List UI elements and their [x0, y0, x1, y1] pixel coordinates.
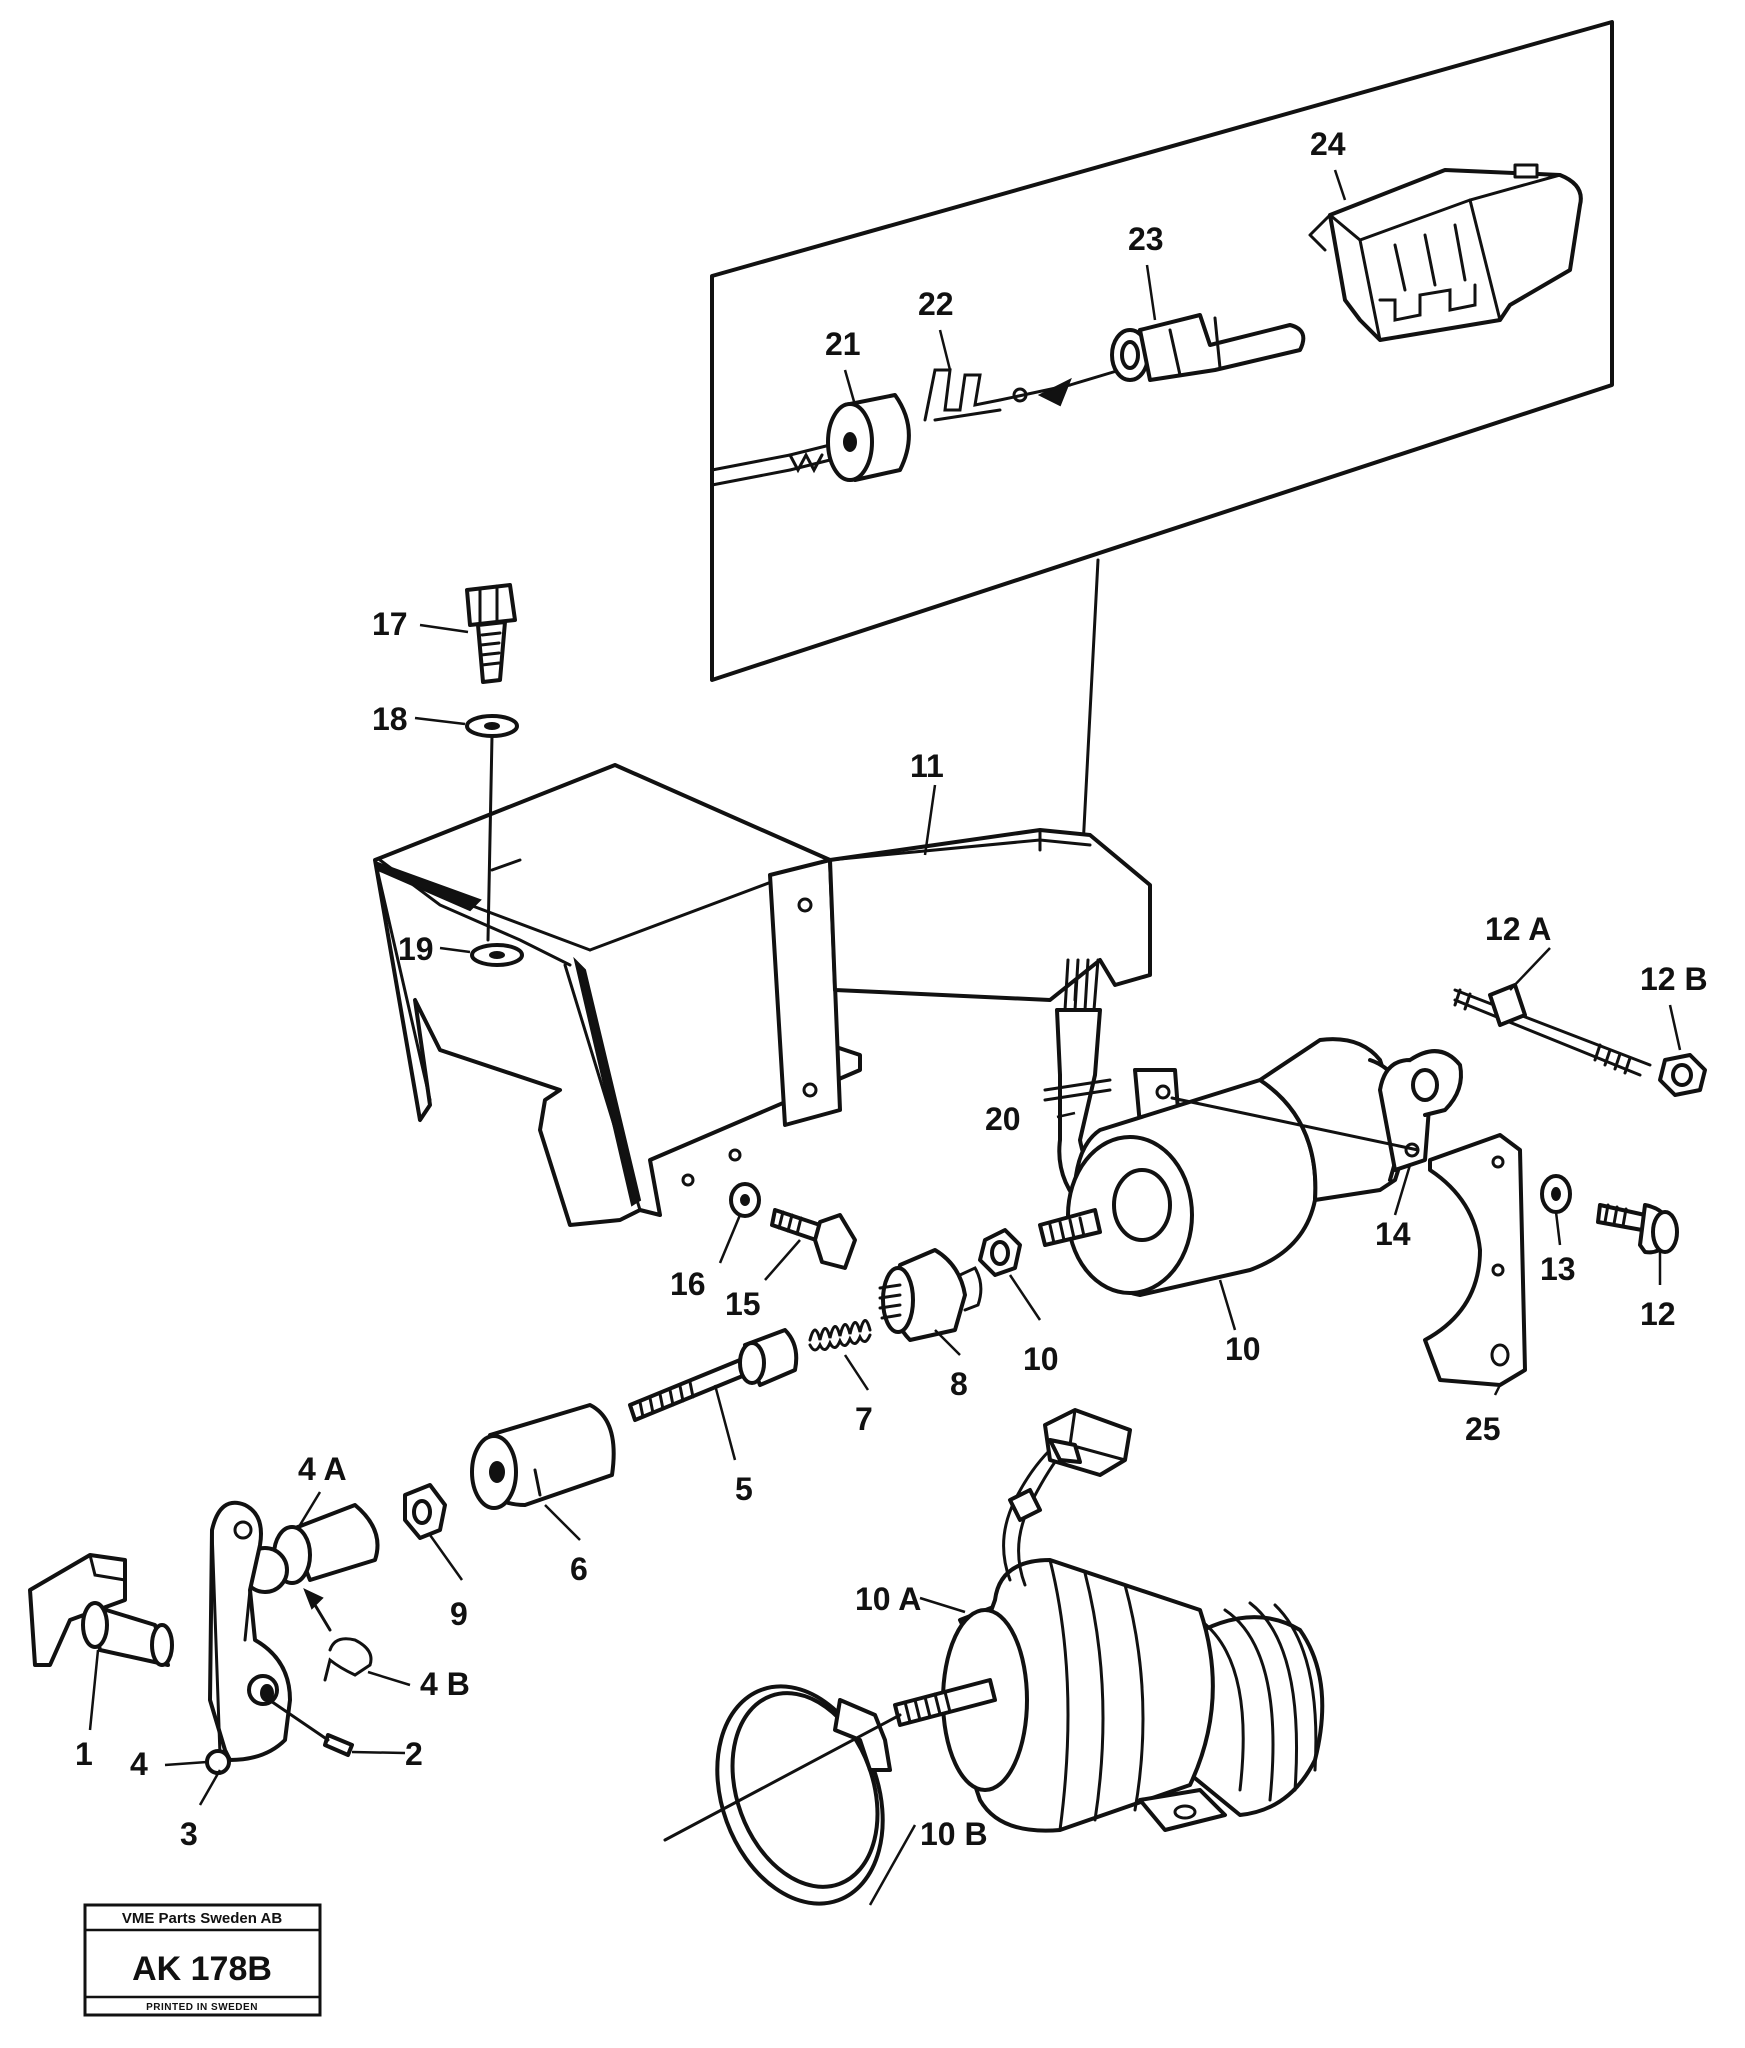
- callout-2: 2: [405, 1736, 423, 1772]
- callout-10-solenoid: 10: [1225, 1331, 1261, 1367]
- bolt-12: [1596, 1203, 1679, 1255]
- clip-4b: [323, 1637, 373, 1682]
- pin-2: [323, 1733, 354, 1757]
- hose-clamp-10b: [663, 1684, 902, 1906]
- callout-14: 14: [1375, 1216, 1411, 1252]
- callout-22: 22: [918, 286, 954, 322]
- callout-20: 20: [985, 1101, 1021, 1137]
- bracket-25: [1423, 1133, 1527, 1387]
- callout-4a: 4 A: [298, 1451, 347, 1487]
- callout-8: 8: [950, 1366, 968, 1402]
- callout-17: 17: [372, 606, 408, 642]
- callout-6: 6: [570, 1551, 588, 1587]
- clamp-14: [1378, 1049, 1463, 1172]
- stamp-code: AK 178B: [132, 1950, 272, 1988]
- pivot-shaft-1: [28, 1553, 174, 1667]
- callout-1: 1: [75, 1736, 93, 1772]
- callout-12: 12: [1640, 1296, 1676, 1332]
- nut-12b: [1658, 1053, 1707, 1097]
- parts-stamp: VME Parts Sweden AB AK 178B PRINTED IN S…: [83, 1903, 322, 2017]
- stud-bolt-12a: [1453, 983, 1652, 1077]
- connector-detail-inset: [710, 20, 1614, 1002]
- callout-16: 16: [670, 1266, 706, 1302]
- callout-21: 21: [825, 326, 861, 362]
- bolt-15: [770, 1208, 857, 1270]
- callout-10-nut: 10: [1023, 1341, 1059, 1377]
- pin-4a: [241, 1503, 380, 1594]
- stop-solenoid-10a: [893, 1408, 1325, 1833]
- washer-18: [465, 714, 519, 738]
- callout-4: 4: [130, 1746, 148, 1782]
- rod-5: [628, 1328, 799, 1422]
- callout-3: 3: [180, 1816, 198, 1852]
- stamp-footer: PRINTED IN SWEDEN: [146, 2002, 258, 2013]
- sleeve-6: [470, 1403, 616, 1510]
- spring-7: [808, 1319, 872, 1352]
- callout-24: 24: [1310, 126, 1346, 162]
- callout-18: 18: [372, 701, 408, 737]
- callout-15: 15: [725, 1286, 761, 1322]
- washer-13: [1540, 1174, 1572, 1214]
- callout-10b: 10 B: [920, 1816, 988, 1852]
- nut-9: [403, 1483, 447, 1540]
- callout-12b: 12 B: [1640, 961, 1708, 997]
- callout-9: 9: [450, 1596, 468, 1632]
- lever-3: [208, 1500, 292, 1762]
- stamp-company: VME Parts Sweden AB: [122, 1910, 282, 1927]
- washer-16: [729, 1182, 761, 1218]
- callout-4b: 4 B: [420, 1666, 470, 1702]
- insulation-sleeve-21: [826, 393, 911, 482]
- nut-10: [978, 1228, 1022, 1277]
- washer-19: [470, 943, 524, 967]
- callout-7: 7: [855, 1401, 873, 1437]
- leader-lines: [88, 169, 1682, 1906]
- terminal-22: [923, 368, 1122, 422]
- callout-23: 23: [1128, 221, 1164, 257]
- adjuster-8: [878, 1248, 983, 1342]
- callout-11: 11: [910, 748, 944, 784]
- callout-25: 25: [1465, 1411, 1501, 1447]
- callout-19: 19: [398, 931, 434, 967]
- callout-labels: 17 18 19 11 12 A 12 B 20 14 13 12 10 10 …: [75, 126, 1708, 1852]
- callout-13: 13: [1540, 1251, 1576, 1287]
- bolt-17: [465, 583, 517, 684]
- callout-5: 5: [735, 1471, 753, 1507]
- multi-pin-connector-24: [1308, 163, 1583, 342]
- callout-12a: 12 A: [1485, 911, 1551, 947]
- nut-4: [205, 1749, 231, 1775]
- callout-10a: 10 A: [855, 1581, 921, 1617]
- connector-sleeve-23: [1110, 313, 1306, 382]
- cover-bracket-11: [373, 763, 1152, 1227]
